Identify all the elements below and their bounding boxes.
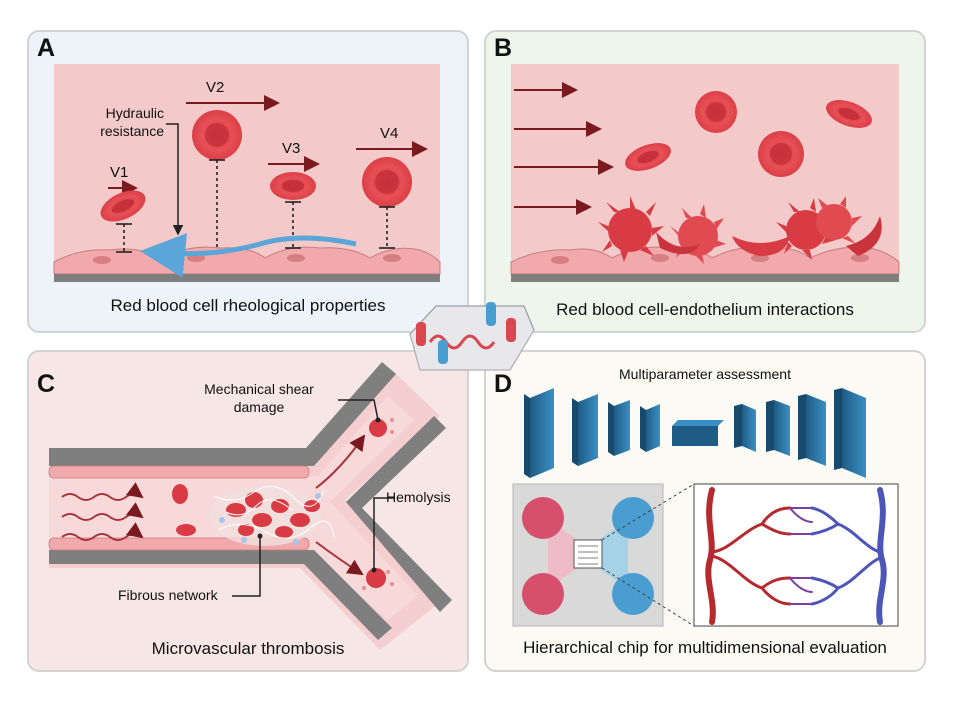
sickle-b3 [846,216,882,256]
network-blocks [524,388,866,478]
damaged-rbc [369,419,387,437]
thrombus-clot [209,485,335,546]
echinocyte-b4 [816,196,862,244]
velocity-label-v4: V4 [380,125,399,142]
rbc-a4 [362,157,412,207]
sickle-b1 [656,232,700,255]
rbc-b3 [625,143,671,171]
panel-a-letter: A [37,34,56,62]
multiparameter-assessment-label: Multiparameter assessment [619,366,791,382]
panel-c-caption: Microvascular thrombosis [151,639,345,658]
vessel-wall-top [49,362,396,466]
flow-arrow-a [140,233,357,278]
echinocyte-b2 [670,204,726,264]
panel-b-illustration [510,64,900,282]
vessel-wall-bifurcation [346,416,452,612]
panel-d-letter: D [494,370,513,398]
rbc-a1 [100,190,146,222]
echinocyte-b3 [776,198,836,260]
panel-c-illustration [48,362,452,650]
basement-membrane [54,274,440,282]
panel-d-illustration [512,388,899,627]
vessel-wall-bottom [49,550,392,640]
velocity-label-v3: V3 [282,140,301,157]
hemolysis-label: Hemolysis [386,489,451,505]
panel-a-illustration [53,64,441,282]
panel-a-caption: Red blood cell rheological properties [110,296,386,315]
panel-c-letter: C [37,370,56,398]
hemolyzed-rbc [366,568,386,588]
rbc-b4 [758,131,804,177]
sickle-b2 [732,236,790,256]
velocity-label-v1: V1 [110,164,129,181]
rbc-b2 [826,100,872,128]
rbc-b1 [695,91,737,133]
panel-d-caption: Hierarchical chip for multidimensional e… [523,638,887,657]
shear-damage-label: Mechanical shear damage [204,381,314,415]
panel-b-letter: B [494,34,513,62]
rbc-a2 [192,110,242,160]
velocity-label-v2: V2 [206,79,225,96]
rbc-a3 [270,172,316,200]
panel-b-caption: Red blood cell-endothelium interactions [556,300,854,319]
fibrous-network-label: Fibrous network [118,587,218,603]
central-chip-icon [409,302,535,371]
hydraulic-resistance-label: Hydraulic resistance [100,105,164,139]
echinocyte-b1 [598,196,664,262]
